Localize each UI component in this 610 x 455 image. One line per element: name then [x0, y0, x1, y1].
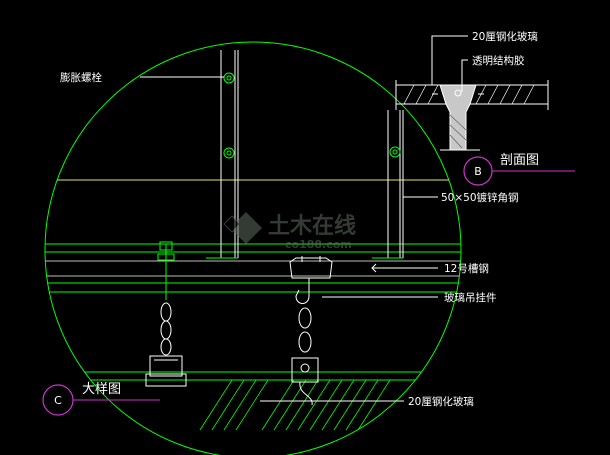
label-detail-view: 大样图	[82, 382, 121, 397]
watermark: 土木在线 co188.com	[223, 212, 356, 251]
label-glass-hanger: 玻璃吊挂件	[444, 291, 497, 304]
detail-marker-c: C	[42, 384, 160, 416]
label-glass-bottom: 20厘钢化玻璃	[408, 395, 474, 408]
label-glass-top: 20厘钢化玻璃	[472, 30, 538, 43]
watermark-text-en: co188.com	[285, 238, 352, 251]
expansion-bolt-icon	[223, 72, 235, 159]
label-channel-steel: 12号槽钢	[444, 262, 489, 275]
detail-contents	[45, 179, 461, 431]
section-marker-b: B	[463, 156, 575, 186]
hanger-assembly-left	[145, 241, 187, 387]
watermark-logo-icon	[223, 212, 262, 244]
label-section-view: 剖面图	[500, 153, 539, 168]
glass-panel-bottom	[45, 371, 461, 431]
label-expansion-bolt: 膨胀螺栓	[60, 71, 102, 84]
detail-marker-letter: C	[54, 394, 62, 407]
channel-steel-band	[45, 243, 461, 293]
leader-lines	[140, 76, 438, 402]
angle-steel-right	[372, 110, 404, 259]
section-view	[395, 35, 549, 151]
label-angle-steel: 50×50镀锌角钢	[441, 191, 519, 204]
bolt-icon	[389, 146, 401, 158]
watermark-text-cn: 土木在线	[268, 213, 356, 239]
glass-hanger-assembly	[289, 256, 333, 406]
detail-circle	[44, 41, 462, 455]
label-sealant: 透明结构胶	[472, 54, 525, 67]
section-marker-letter: B	[474, 165, 482, 178]
